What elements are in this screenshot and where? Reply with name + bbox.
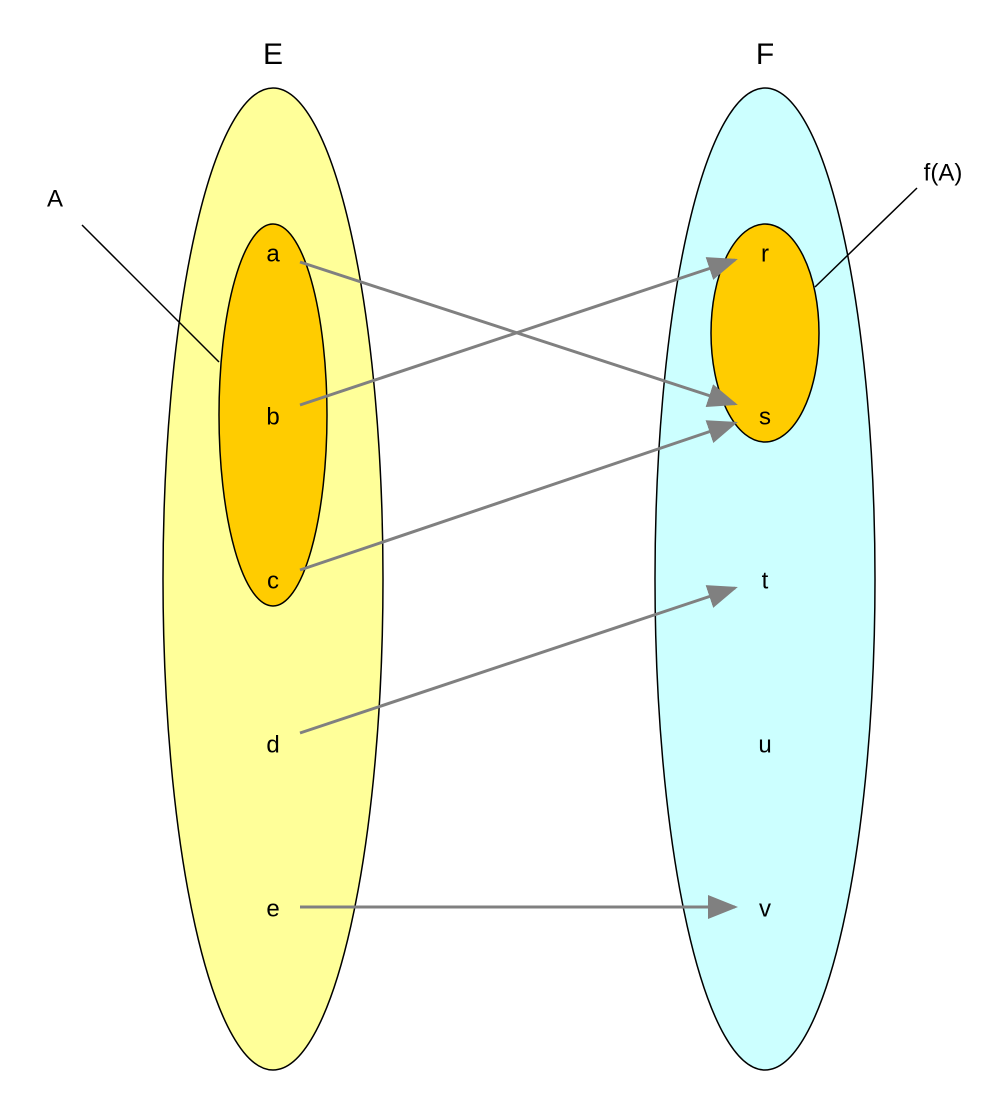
element-t: t (762, 567, 769, 594)
subset-a-ellipse (218, 223, 328, 607)
element-s: s (759, 403, 771, 430)
element-c: c (267, 567, 279, 594)
arrow-b-to-r (299, 257, 738, 407)
image-fa-ellipse (710, 223, 820, 443)
set-f-ellipse (654, 87, 876, 1071)
set-f-label: F (756, 38, 774, 71)
element-u: u (758, 731, 771, 758)
set-e-label: E (263, 38, 283, 71)
subset-a-leader-line (81, 224, 220, 363)
element-a: a (266, 240, 280, 267)
element-e: e (266, 895, 279, 922)
arrow-c-to-s (299, 420, 738, 572)
subset-a-label: A (47, 185, 63, 212)
element-d: d (266, 731, 279, 758)
image-fa-leader-line (814, 187, 918, 288)
image-fa-label: f(A) (924, 159, 963, 186)
element-b: b (266, 403, 279, 430)
element-v: v (759, 895, 771, 922)
element-r: r (761, 240, 769, 267)
arrow-d-to-t (299, 585, 738, 735)
